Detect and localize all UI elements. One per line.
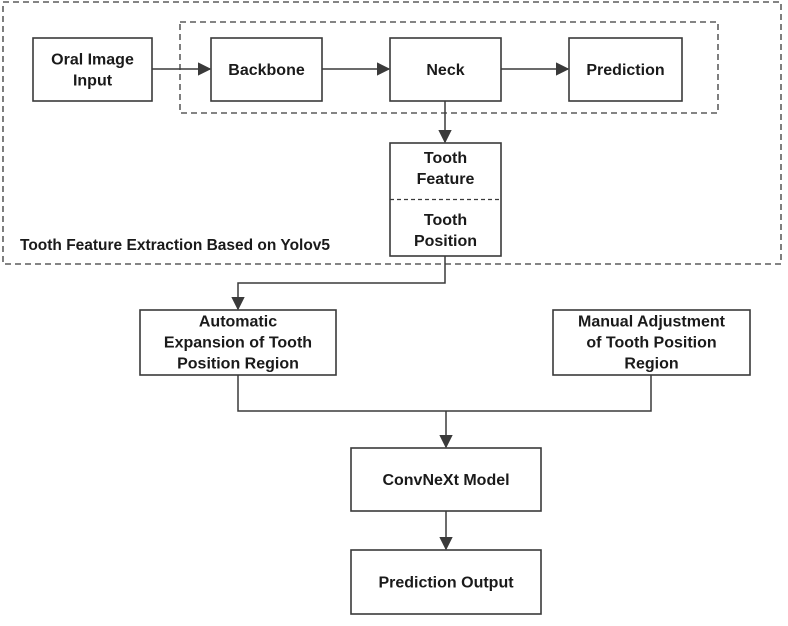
label-line: Tooth — [424, 150, 467, 167]
label-line: Position Region — [177, 356, 299, 373]
neck-label: Neck — [426, 62, 464, 79]
label-line: Feature — [417, 171, 475, 188]
label-line: Expansion of Tooth — [164, 335, 312, 352]
label-line: Automatic — [199, 314, 277, 331]
label-line: Region — [624, 356, 678, 373]
edge-expansion-merge — [237, 375, 652, 412]
label-line: of Tooth Position — [586, 335, 716, 352]
label-line: Position — [414, 233, 477, 250]
prediction-box — [568, 37, 683, 102]
prediction-output-label: Prediction Output — [378, 575, 514, 592]
yolov5-network-group — [179, 21, 719, 114]
label-line: Manual Adjustment — [578, 314, 726, 331]
label-line: ConvNeXt Model — [382, 472, 509, 489]
manual-adjustment-box — [552, 309, 751, 376]
backbone-box — [210, 37, 323, 102]
backbone-label: Backbone — [228, 62, 305, 79]
label-line: Oral Image — [51, 52, 134, 69]
prediction-label: Prediction — [586, 62, 664, 79]
label-line: Input — [73, 73, 113, 90]
convnext-model-label: ConvNeXt Model — [382, 472, 509, 489]
oral-image-input-box — [32, 37, 153, 102]
label-line: Neck — [426, 62, 464, 79]
label-line: Prediction Output — [378, 575, 514, 592]
label-line: Prediction — [586, 62, 664, 79]
group-label: Tooth Feature Extraction Based on Yolov5 — [20, 237, 330, 254]
edge-tooth-position-to-expansion — [231, 256, 446, 311]
prediction-output-box — [350, 549, 542, 615]
convnext-model-box — [350, 447, 542, 512]
label-line: Tooth — [424, 212, 467, 229]
neck-box — [389, 37, 502, 102]
label-line: Backbone — [228, 62, 305, 79]
automatic-expansion-box — [139, 309, 337, 376]
